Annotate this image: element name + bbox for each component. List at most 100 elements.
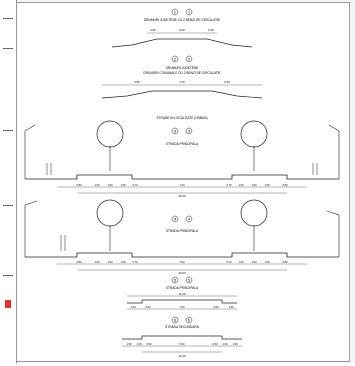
dimension-label: 0.80 <box>282 260 288 264</box>
dimension-label: 1.00 <box>107 183 113 187</box>
dimension-label: 0.70 <box>226 260 232 264</box>
section-title: STRADA PRINCIPALA <box>166 229 199 233</box>
lane-marker-left <box>171 55 179 63</box>
dimension-label: 1.50 <box>120 260 126 264</box>
total-width-label: 20.00 <box>179 194 186 198</box>
dimension-label: 1.50 <box>238 260 244 264</box>
dimension-label: 0.80 <box>76 260 82 264</box>
strip-tick <box>3 48 13 49</box>
dimension-label: 1.50 <box>238 183 244 187</box>
lane-label: 1 <box>174 10 177 15</box>
dimension-label: 7.00 <box>179 80 185 84</box>
dimension-label: 1.00 <box>136 342 142 346</box>
section-title: STRADA PRINCIPALA <box>166 286 199 290</box>
road-profile <box>127 299 237 304</box>
dimension-label: 1.50 <box>264 183 270 187</box>
dimension-label: 0.80 <box>282 183 288 187</box>
dimension-label: 0.70 <box>132 183 138 187</box>
section-5: 5 5 STRADA PRINCIPALA 11.00 1.50 0.50 7.… <box>127 276 237 310</box>
lane-marker-left <box>171 8 179 16</box>
tree-icon <box>240 199 268 227</box>
lane-label: 6 <box>174 318 177 323</box>
dimension-label: 0.50 <box>150 28 156 32</box>
strip-tick <box>3 275 13 276</box>
building-left <box>24 200 38 257</box>
section-title: STRADA SECUNDARA <box>165 325 200 329</box>
dimension-label: 1.50 <box>120 183 126 187</box>
dimension-label: 0.50 <box>134 80 140 84</box>
road-profile <box>101 90 263 99</box>
section-6: 6 6 STRADA SECUNDARA 1.50 1.00 0.50 6.00… <box>122 316 242 358</box>
lane-marker-right <box>185 215 193 223</box>
dimension-label: 7.00 <box>179 305 185 309</box>
lane-marker-right <box>185 127 193 135</box>
left-title-strip <box>0 0 17 363</box>
section-title: DRUMURI JUDETENE CU 2 BENZI DE CIRCULATI… <box>144 18 220 22</box>
dimension-label: 1.50 <box>264 260 270 264</box>
dimension-label: 1.50 <box>126 342 132 346</box>
dimension-label: 1.00 <box>251 260 257 264</box>
lane-label: 3 <box>174 129 177 134</box>
drawing-sheet: 1 1 DRUMURI JUDETENE CU 2 BENZI DE CIRCU… <box>16 2 350 362</box>
dimension-label: 1.50 <box>228 305 234 309</box>
dimension-label: 1.00 <box>222 342 228 346</box>
dimension-label: 7.00 <box>179 260 185 264</box>
lane-marker-right <box>185 276 193 284</box>
building-right <box>328 124 340 179</box>
lane-marker-left <box>171 127 179 135</box>
road-profile <box>25 252 339 258</box>
dimension-label: 0.80 <box>76 183 82 187</box>
lane-marker-right <box>185 55 193 63</box>
section-title: DRUMURI JUDETENE <box>166 66 199 70</box>
lane-label: 4 <box>174 217 177 222</box>
dimension-label: 1.00 <box>107 260 113 264</box>
lane-label: 3 <box>188 129 191 134</box>
tree-icon <box>96 199 124 227</box>
dimension-label: 0.50 <box>208 28 214 32</box>
dimension-label: 0.70 <box>226 183 232 187</box>
lane-marker-right <box>185 316 193 324</box>
dimension-label: 6.00 <box>179 342 185 346</box>
dimension-label: 7.00 <box>179 183 185 187</box>
lane-label: 4 <box>188 217 191 222</box>
strip-red-marker <box>5 300 11 308</box>
strip-tick <box>3 205 13 206</box>
lane-label: 2 <box>174 57 177 62</box>
building-left <box>24 124 36 179</box>
total-width-label: 12.00 <box>179 354 186 358</box>
tree-icon <box>96 120 124 148</box>
dimension-label: 0.50 <box>224 80 230 84</box>
lane-marker-left <box>171 276 179 284</box>
dimension-label: 0.50 <box>213 305 219 309</box>
dimension-label: 0.50 <box>146 342 152 346</box>
strip-tick <box>3 130 13 131</box>
road-profile <box>122 335 242 340</box>
strip-tick <box>3 18 13 19</box>
lane-label: 1 <box>188 10 191 15</box>
lane-label: 6 <box>188 318 191 323</box>
lane-marker-right <box>185 8 193 16</box>
total-width-label: 20.00 <box>179 271 186 275</box>
lane-marker-left <box>171 316 179 324</box>
lane-label: 5 <box>174 278 177 283</box>
cross-section-drawing: 1 1 DRUMURI JUDETENE CU 2 BENZI DE CIRCU… <box>24 8 340 358</box>
building-right <box>326 210 340 257</box>
lane-label: 5 <box>188 278 191 283</box>
road-profile <box>25 174 339 180</box>
dimension-label: 1.50 <box>232 342 238 346</box>
section-subtitle: STRADA PRINCIPALA <box>166 142 199 146</box>
lane-label: 2 <box>188 57 191 62</box>
lane-marker-left <box>171 215 179 223</box>
section-title: STRADE IN LOCALITATE (URBAN) <box>156 116 207 120</box>
dimension-label: 1.50 <box>94 183 100 187</box>
section-2: 2 2 DRUMURI JUDETENE DRUMURI COMUNALE CU… <box>101 55 263 99</box>
total-width-label: 11.00 <box>179 292 186 296</box>
dimension-label: 1.00 <box>251 183 257 187</box>
dimension-label: 0.70 <box>132 260 138 264</box>
road-profile <box>111 38 253 48</box>
section-4: 4 4 STRADA PRINCIPALA 0.80 1.50 1.00 1.5… <box>24 199 340 275</box>
dimension-label: 0.50 <box>145 305 151 309</box>
section-3: STRADE IN LOCALITATE (URBAN) 3 3 STRADA … <box>24 116 340 198</box>
section-1: 1 1 DRUMURI JUDETENE CU 2 BENZI DE CIRCU… <box>111 8 253 48</box>
